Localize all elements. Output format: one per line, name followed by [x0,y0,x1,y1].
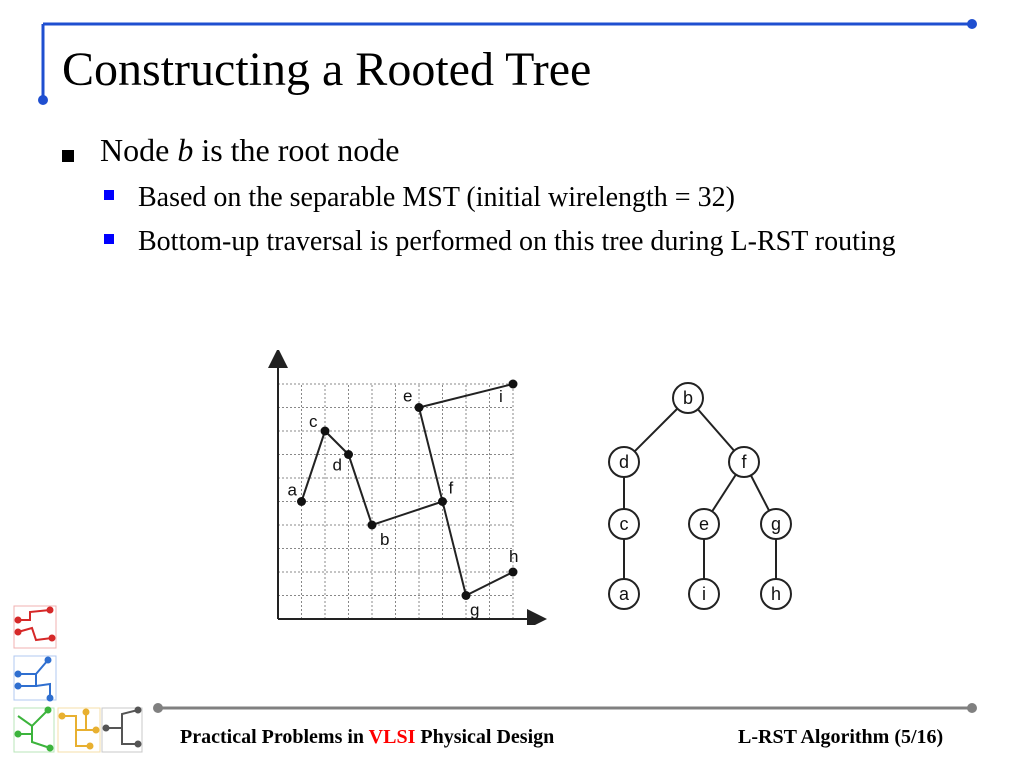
logo-yellow-tree [57,707,101,753]
mst-point-label: h [509,547,518,566]
mst-point [297,497,306,506]
mst-point-label: d [333,456,342,475]
sub-bullet-icon [104,190,114,200]
logo-blue-tree [13,655,57,702]
mst-point [414,403,424,412]
mst-point-label: a [288,481,298,500]
title-rule-start-dot [38,95,48,105]
mst-edges [300,383,514,597]
mst-point-label: c [309,412,318,431]
mst-point [508,379,518,389]
mst-edge [300,430,326,502]
mst-point-label: b [380,530,389,549]
mst-edge [418,383,514,409]
mst-edge [324,430,350,456]
footer-title-prefix: Practical Problems in [180,726,369,748]
bullet-root-node: Node b is the root node [100,130,400,170]
bullet-text-prefix: Node [100,132,178,168]
mst-point [367,520,377,530]
footer-course-title: Practical Problems in VLSI Physical Desi… [180,726,554,749]
slide-title: Constructing a Rooted Tree [62,43,592,96]
footer-rule-start-dot [153,703,163,713]
footer-title-highlight: VLSI [368,726,416,748]
tree-nodes: b d f c e g a i h [608,382,792,610]
tree-node-circle [672,382,704,414]
tree-node-circle [688,508,720,540]
tree-node-label: i [702,584,706,604]
tree-node-label: e [699,514,709,534]
mst-point-label: g [470,601,479,620]
mst-point [508,567,518,577]
mst-point [320,426,330,436]
tree-node-label: h [771,584,781,604]
tree-edges [623,397,777,594]
mst-point [438,497,447,506]
tree-node-circle [760,508,792,540]
footer-page-label: L-RST Algorithm (5/16) [738,726,944,748]
sub-bullet-mst: Based on the separable MST (initial wire… [138,182,735,213]
tree-node-label: c [620,514,629,534]
footer-rule-end-dot [967,703,977,713]
tree-node-label: f [741,452,747,472]
tree-node-circle [608,446,640,478]
tree-node-circle [608,508,640,540]
mst-edge [465,571,514,597]
mst-point [344,450,353,459]
mst-point-label: f [449,479,454,498]
bullet-square-icon [62,150,74,162]
logo-red-tree [13,605,57,649]
tree-node-circle [688,578,720,610]
sub-bullet-traversal: Bottom-up traversal is performed on this… [138,226,896,257]
tree-node-label: g [771,514,781,534]
tree-node-circle [608,578,640,610]
mst-points: a b c d e f g h i [288,379,518,620]
mst-edge [441,501,467,596]
tree-node-label: d [619,452,629,472]
title-rule-end-dot [967,19,977,29]
mst-edge [418,407,444,502]
bullet-text-emphasis: b [177,132,194,168]
tree-node-label: b [683,388,693,408]
mst-point [461,591,471,600]
logo-gray-tree [101,706,143,753]
bullet-text-suffix: is the root node [193,132,400,168]
tree-node-circle [760,578,792,610]
tree-node-label: a [619,584,630,604]
logo-green-tree [13,706,55,753]
footer-title-suffix: Physical Design [415,726,555,748]
mst-point-label: e [403,387,412,406]
mst-point-label: i [499,387,503,406]
mst-edge [347,454,373,526]
mst-grid-diagram: a b c d e f g h i [268,350,547,625]
logo-routing-trees [13,605,143,753]
tree-node-circle [728,446,760,478]
rooted-tree-diagram: b d f c e g a i h [608,382,792,610]
sub-bullet-icon [104,234,114,244]
mst-edge [371,500,443,526]
